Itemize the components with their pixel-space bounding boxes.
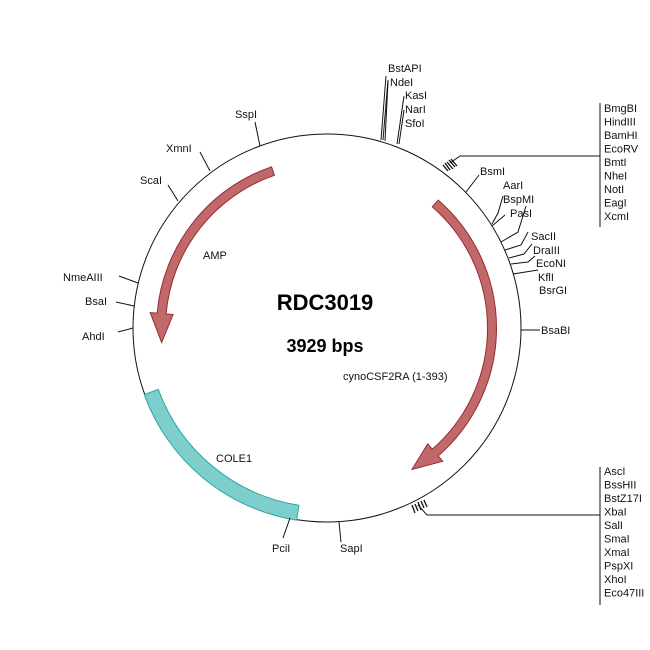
site-label: XbaI: [604, 507, 627, 519]
cyno-label: cynoCSF2RA (1-393): [343, 371, 448, 383]
site-label: SalI: [604, 520, 623, 532]
site-label: PasI: [510, 208, 532, 220]
site-label: SspI: [235, 109, 257, 121]
site-label: BsaBI: [541, 325, 570, 337]
cole1-label: COLE1: [216, 453, 252, 465]
site-label: XmnI: [166, 143, 192, 155]
site-label: BstAPI: [388, 63, 422, 75]
plasmid-name: RDC3019: [277, 290, 374, 315]
site-label: NarI: [405, 104, 426, 116]
amp-label: AMP: [203, 250, 227, 262]
site-label: BmtI: [604, 157, 627, 169]
site-label: NdeI: [390, 77, 413, 89]
site-label: ScaI: [140, 175, 162, 187]
site-label: HindIII: [604, 117, 636, 129]
site-label: EcoRV: [604, 144, 639, 156]
site-label: NmeAIII: [63, 272, 103, 284]
site-label: PspXI: [604, 561, 633, 573]
site-label: BsaI: [85, 296, 107, 308]
site-label: DraIII: [533, 245, 560, 257]
cyno-arrow: [410, 199, 497, 471]
site-label: BmgBI: [604, 103, 637, 115]
site-label: NotI: [604, 184, 624, 196]
site-label: BsmI: [480, 166, 505, 178]
plasmid-size: 3929 bps: [286, 336, 363, 356]
site-label: BssHII: [604, 480, 636, 492]
site-label: BsrGI: [539, 285, 567, 297]
site-label: Eco47III: [604, 588, 644, 600]
site-label: AarI: [503, 180, 523, 192]
site-label: XmaI: [604, 547, 630, 559]
site-label: NheI: [604, 171, 627, 183]
site-label: BamHI: [604, 130, 638, 142]
site-label: EcoNI: [536, 258, 566, 270]
amp-arrow: [149, 166, 276, 344]
site-label: KflI: [538, 272, 554, 284]
site-label: SapI: [340, 543, 363, 555]
site-label: AscI: [604, 466, 625, 478]
site-label: SmaI: [604, 534, 630, 546]
site-label: XcmI: [604, 211, 629, 223]
site-label: SfoI: [405, 118, 425, 130]
site-label: SacII: [531, 231, 556, 243]
site-label: PciI: [272, 543, 290, 555]
site-label: EagI: [604, 198, 627, 210]
site-label: AhdI: [82, 331, 105, 343]
site-label: KasI: [405, 90, 427, 102]
site-label: XhoI: [604, 574, 627, 586]
cole1-block: [143, 388, 300, 521]
site-label: BspMI: [503, 194, 534, 206]
site-label: BstZ17I: [604, 493, 642, 505]
